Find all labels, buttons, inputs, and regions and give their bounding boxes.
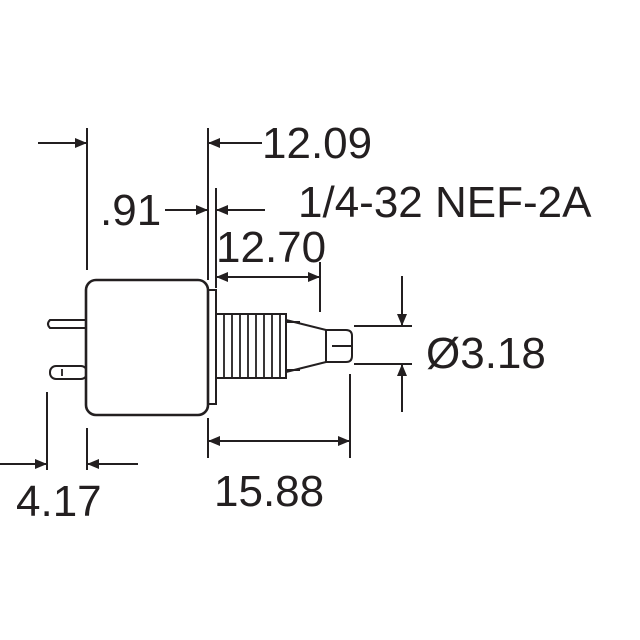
- dimension-label-0-91: .91: [100, 186, 161, 235]
- dimension-label-12-09: 12.09: [262, 119, 372, 168]
- thread-specification-label: 1/4-32 NEF-2A: [298, 178, 592, 227]
- component-outline: [47, 278, 353, 417]
- dimension-bushing-length: 12.70: [216, 223, 326, 312]
- dimension-flange-thickness: .91: [100, 186, 265, 288]
- dimension-shaft-diameter: Ø3.18: [354, 276, 546, 412]
- shaft: [285, 319, 353, 373]
- potentiometer-body: [84, 278, 210, 417]
- terminal-pin-upper: [47, 319, 87, 329]
- dimension-terminal-offset: 4.17: [0, 392, 138, 526]
- dimension-label-4-17: 4.17: [16, 477, 102, 526]
- dimension-label-15-88: 15.88: [214, 467, 324, 516]
- dimension-label-12-70: 12.70: [216, 223, 326, 272]
- terminal-pin-lower: [49, 365, 88, 380]
- dimension-shaft-length: 15.88: [207, 374, 351, 516]
- dimension-overall-length: 12.09: [38, 119, 372, 280]
- dimension-label-diameter-3-18: Ø3.18: [426, 329, 546, 378]
- threaded-bushing: [215, 313, 300, 379]
